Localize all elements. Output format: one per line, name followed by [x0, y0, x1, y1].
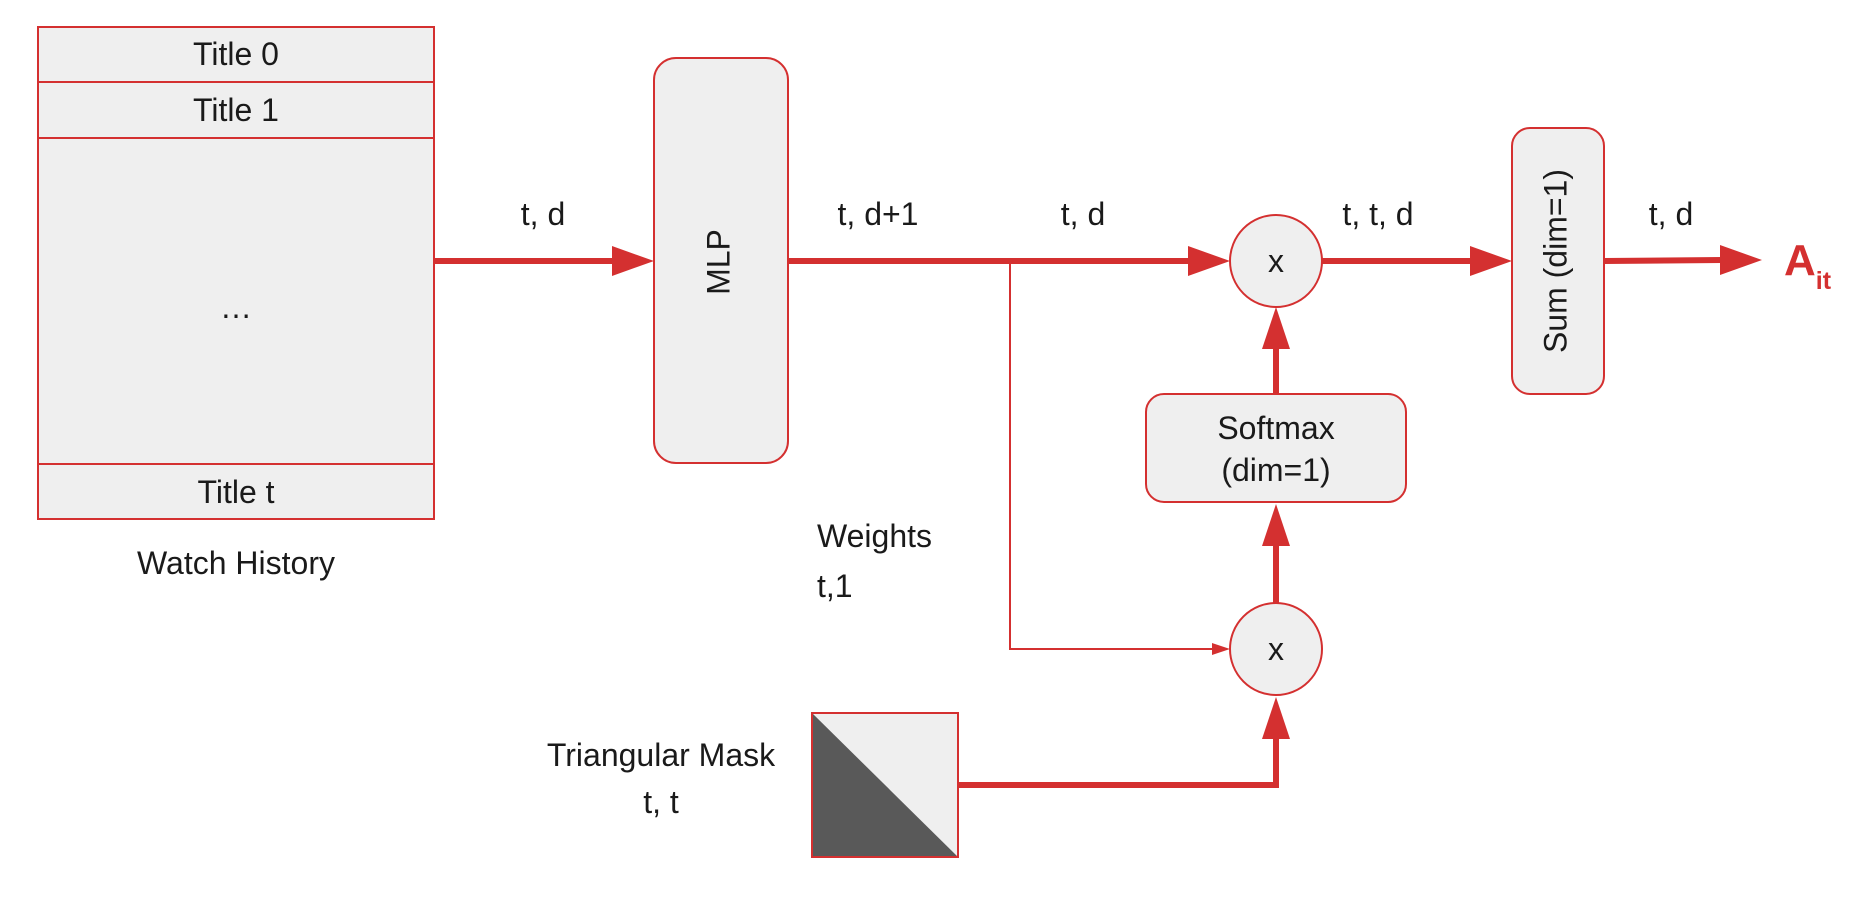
arrowhead-icon: [1470, 246, 1512, 276]
watch-history-row-title-1: [37, 81, 435, 139]
watch-history-row-label: …: [220, 289, 252, 325]
triangular-mask: [811, 712, 959, 858]
softmax-dim: (dim=1): [1221, 452, 1330, 488]
softmax-block: [1145, 393, 1407, 503]
watch-history-row-label: Title 0: [193, 36, 279, 72]
edge-label-multiply-out: t, t, d: [1342, 196, 1413, 232]
edge-label-history-to-mlp: t, d: [521, 196, 565, 232]
watch-history-row-title-0: [37, 26, 435, 83]
edge-weights-branch: [1009, 261, 1212, 650]
arrowhead-icon: [1262, 697, 1290, 739]
output-subscript: it: [1816, 267, 1832, 295]
edge-label-sum-out: t, d: [1649, 196, 1693, 232]
watch-history-row-label: Title 1: [193, 92, 279, 128]
arrowhead-icon: [1262, 307, 1290, 349]
weights-label: Weights: [817, 518, 932, 554]
edge-sum-to-output: [1603, 257, 1723, 264]
arrowhead-icon: [1188, 246, 1230, 276]
watch-history-caption: Watch History: [137, 545, 335, 581]
watch-history-row-ellipsis: [37, 137, 435, 465]
sum-label: Sum (dim=1): [1537, 169, 1573, 353]
watch-history-block: Title 0 Title 1 … Title t: [37, 26, 435, 520]
mask-shape: t, t: [643, 784, 679, 820]
multiply-symbol: x: [1268, 631, 1284, 667]
mask-border: [811, 712, 959, 858]
arrowhead-icon: [1720, 245, 1762, 275]
mlp-label: MLP: [700, 229, 736, 295]
mask-label: Triangular Mask: [547, 737, 776, 773]
output-symbol: Ait: [1784, 236, 1832, 295]
edge-mask-to-multiply: [958, 737, 1279, 788]
output-main: A: [1784, 236, 1816, 285]
multiply-symbol: x: [1268, 243, 1284, 279]
watch-history-row-title-t: [37, 463, 435, 520]
softmax-label: Softmax: [1217, 410, 1334, 446]
arrowhead-icon: [612, 246, 654, 276]
mask-dark-triangle: [812, 713, 958, 857]
weights-shape: t,1: [817, 568, 853, 604]
watch-history-row-label: Title t: [197, 474, 274, 510]
edge-label-to-multiply: t, d: [1061, 196, 1105, 232]
multiply-node-bottom: [1229, 602, 1323, 696]
arrowhead-icon: [1262, 504, 1290, 546]
edge-label-mlp-out: t, d+1: [838, 196, 919, 232]
arrowhead-icon: [1212, 643, 1230, 655]
